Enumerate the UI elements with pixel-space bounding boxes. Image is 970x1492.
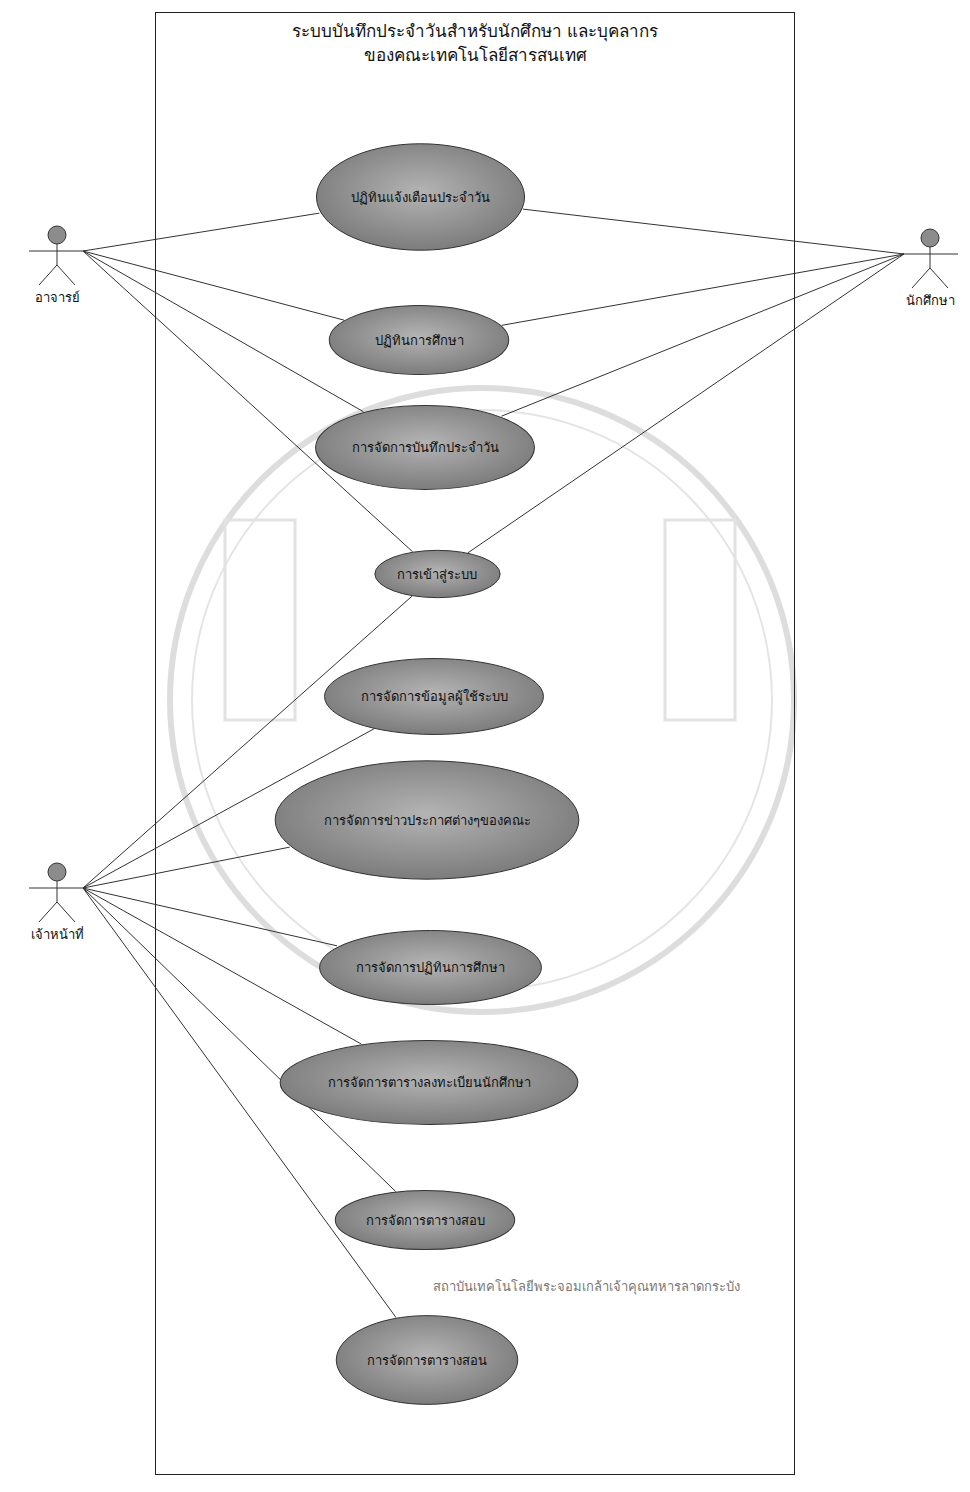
usecase-label: การจัดการบันทึกประจำวัน bbox=[352, 439, 499, 456]
system-boundary: ระบบบันทึกประจำวันสำหรับนักศึกษา และบุคล… bbox=[155, 12, 795, 1475]
usecase-node: การจัดการตารางสอบ bbox=[334, 1190, 516, 1250]
association-line bbox=[83, 847, 290, 888]
association-line bbox=[83, 251, 344, 320]
association-line bbox=[83, 888, 396, 1192]
usecase-node: การจัดการข้อมูลผู้ใช้ระบบ bbox=[323, 658, 545, 735]
usecase-label: การจัดการตารางลงทะเบียนนักศึกษา bbox=[328, 1074, 531, 1091]
actor-label: เจ้าหน้าที่ bbox=[31, 926, 84, 943]
association-line bbox=[83, 251, 363, 412]
usecase-label: การจัดการข้อมูลผู้ใช้ระบบ bbox=[361, 688, 508, 705]
system-title: ระบบบันทึกประจำวันสำหรับนักศึกษา และบุคล… bbox=[285, 19, 665, 67]
usecase-label: การจัดการตารางสอน bbox=[367, 1352, 487, 1369]
usecase-label: การเข้าสู่ระบบ bbox=[397, 566, 477, 583]
usecase-node: การเข้าสู่ระบบ bbox=[374, 550, 501, 598]
usecase-node: ปฏิทินแจ้งเตือนประจำวัน bbox=[315, 143, 526, 251]
usecase-node: ปฏิทินการศึกษา bbox=[328, 305, 510, 375]
actor: เจ้าหน้าที่ bbox=[22, 862, 92, 943]
actor-label: นักศึกษา bbox=[906, 292, 955, 309]
association-line bbox=[468, 254, 904, 553]
association-line bbox=[83, 888, 337, 946]
watermark-text: สถาบันเทคโนโลยีพระจอมเกล้าเจ้าคุณทหารลาด… bbox=[430, 1278, 743, 1295]
usecase-label: ปฏิทินการศึกษา bbox=[375, 332, 464, 349]
usecase-node: การจัดการตารางลงทะเบียนนักศึกษา bbox=[278, 1040, 580, 1125]
usecase-node: การจัดการข่าวประกาศต่างๆของคณะ bbox=[273, 760, 581, 880]
association-line bbox=[83, 251, 413, 552]
actor: นักศึกษา bbox=[895, 228, 965, 309]
association-line bbox=[502, 254, 904, 325]
association-line bbox=[83, 213, 319, 251]
actor: อาจารย์ bbox=[22, 225, 92, 306]
usecase-label: การจัดการตารางสอบ bbox=[366, 1212, 485, 1229]
usecase-node: การจัดการปฏิทินการศึกษา bbox=[318, 930, 543, 1005]
actor-figure bbox=[27, 225, 87, 287]
actor-figure bbox=[900, 228, 960, 290]
usecase-label: การจัดการปฏิทินการศึกษา bbox=[356, 959, 505, 976]
usecase-node: การจัดการบันทึกประจำวัน bbox=[314, 405, 536, 490]
association-line bbox=[523, 209, 904, 254]
actor-figure bbox=[27, 862, 87, 924]
usecase-node: การจัดการตารางสอน bbox=[335, 1315, 519, 1405]
usecase-label: การจัดการข่าวประกาศต่างๆของคณะ bbox=[324, 812, 531, 829]
usecase-label: ปฏิทินแจ้งเตือนประจำวัน bbox=[351, 189, 490, 206]
actor-label: อาจารย์ bbox=[35, 289, 80, 306]
